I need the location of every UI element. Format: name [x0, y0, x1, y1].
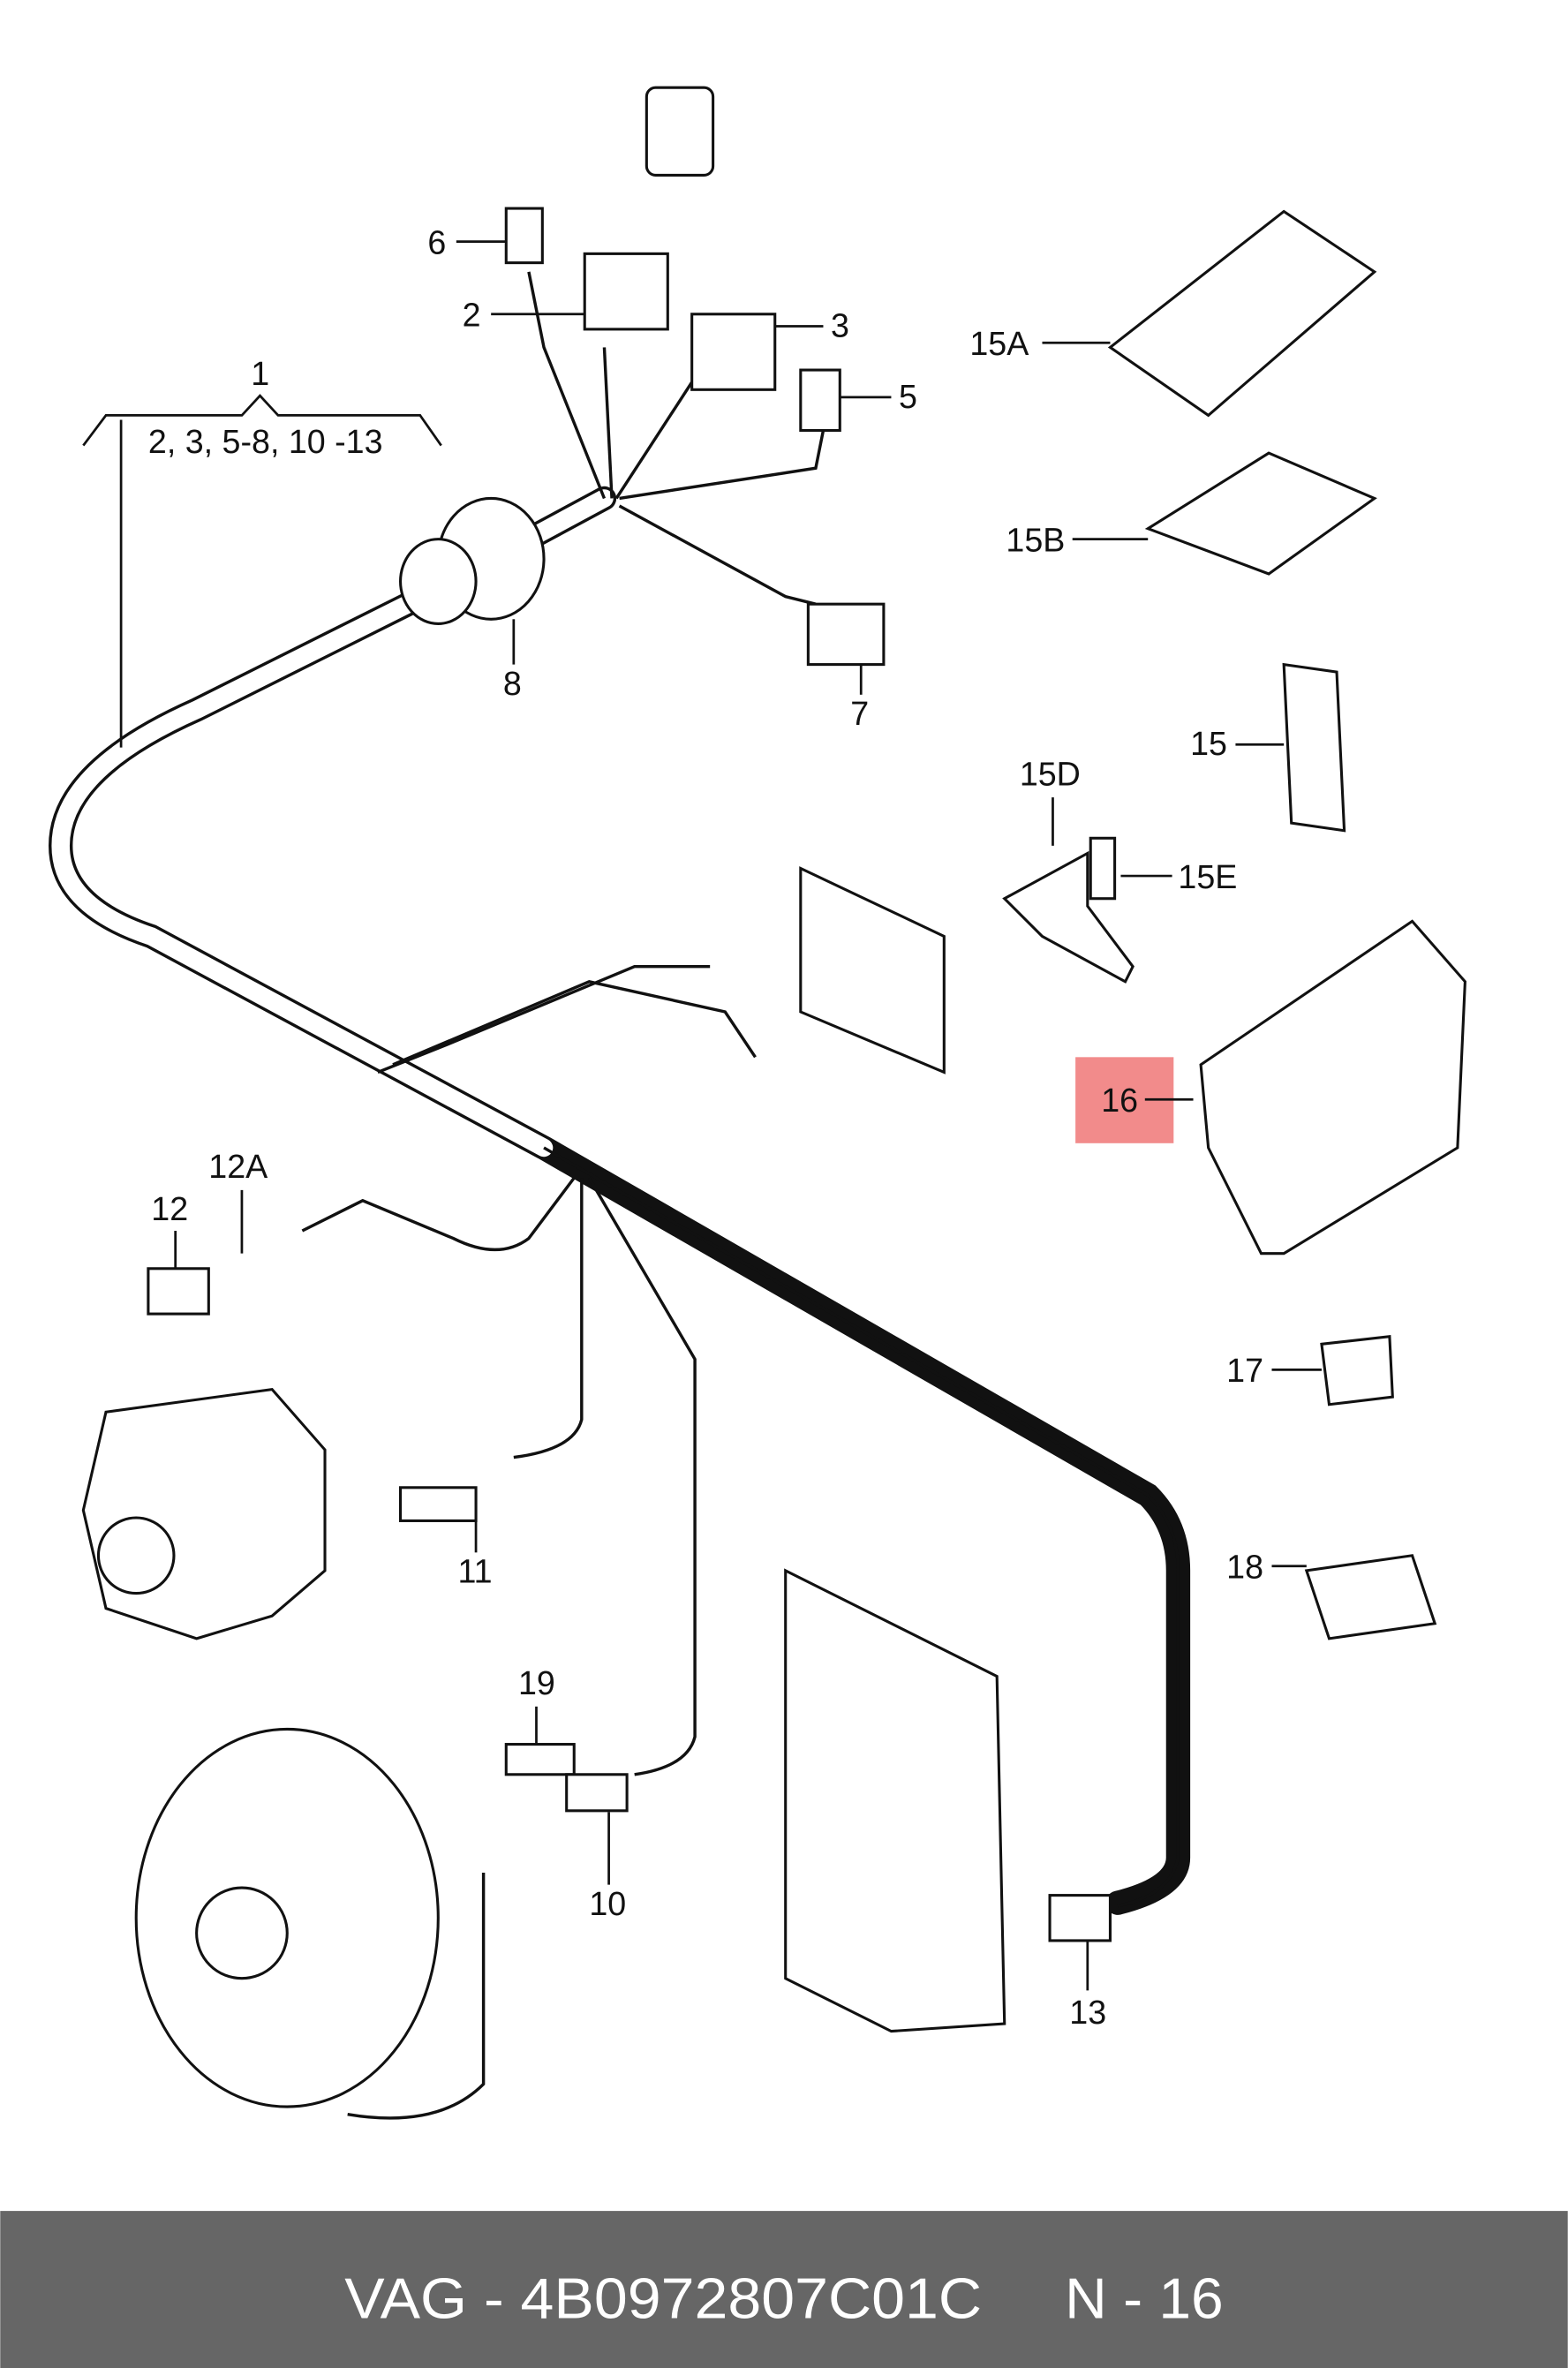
clip-18: [1304, 1554, 1437, 1640]
relay-part: [504, 86, 886, 667]
footer-part-number: VAG - 4B0972807C01C: [344, 2266, 982, 2331]
cover-16: [1199, 919, 1466, 1256]
clip-17: [1320, 1335, 1394, 1406]
label-15d: 15D: [1020, 755, 1081, 792]
terminal-plate: [799, 866, 946, 1075]
connector-12: [147, 1267, 210, 1316]
connector-10: [565, 1773, 629, 1813]
connector-13: [1048, 1894, 1112, 1942]
fuse-bracket-15a: [1107, 209, 1377, 418]
label-15a: 15A: [969, 325, 1029, 362]
footer-bar: [0, 2211, 1568, 2368]
footer-position: N - 16: [1065, 2266, 1224, 2331]
label-1-subparts: 2, 3, 5-8, 10 -13: [148, 423, 383, 460]
connector-11: [399, 1486, 478, 1522]
label-7: 7: [850, 695, 869, 732]
label-12: 12: [151, 1190, 188, 1227]
label-15e: 15E: [1178, 858, 1237, 895]
label-11: 11: [458, 1553, 493, 1590]
label-17: 17: [1226, 1352, 1263, 1389]
fan: [134, 1727, 440, 2108]
label-3: 3: [831, 306, 849, 343]
compressor: [81, 1387, 327, 1640]
bracket-15b: [1144, 451, 1377, 576]
condenser: [784, 1568, 1006, 2033]
wiring-harness: [49, 271, 1191, 2120]
label-19: 19: [518, 1664, 555, 1701]
label-6: 6: [427, 223, 446, 260]
grommet-part: [399, 496, 546, 625]
label-2: 2: [463, 296, 481, 333]
clip-19: [504, 1743, 576, 1776]
label-12a: 12A: [208, 1148, 268, 1185]
label-8: 8: [503, 665, 522, 702]
label-1: 1: [251, 355, 269, 392]
label-15: 15: [1190, 725, 1227, 762]
label-18: 18: [1226, 1548, 1263, 1585]
bolt-15e: [1089, 836, 1117, 901]
clip-15: [1282, 662, 1346, 833]
label-5: 5: [899, 378, 917, 415]
callout-labels: 1 2, 3, 5-8, 10 -13 6 2 3 5 8 7 15A 15B …: [82, 223, 1322, 2031]
bracket-15d: [1002, 850, 1135, 984]
label-10: 10: [589, 1885, 626, 1922]
label-15b: 15B: [1006, 521, 1065, 558]
label-13: 13: [1069, 1994, 1106, 2031]
label-16: 16: [1101, 1082, 1138, 1119]
